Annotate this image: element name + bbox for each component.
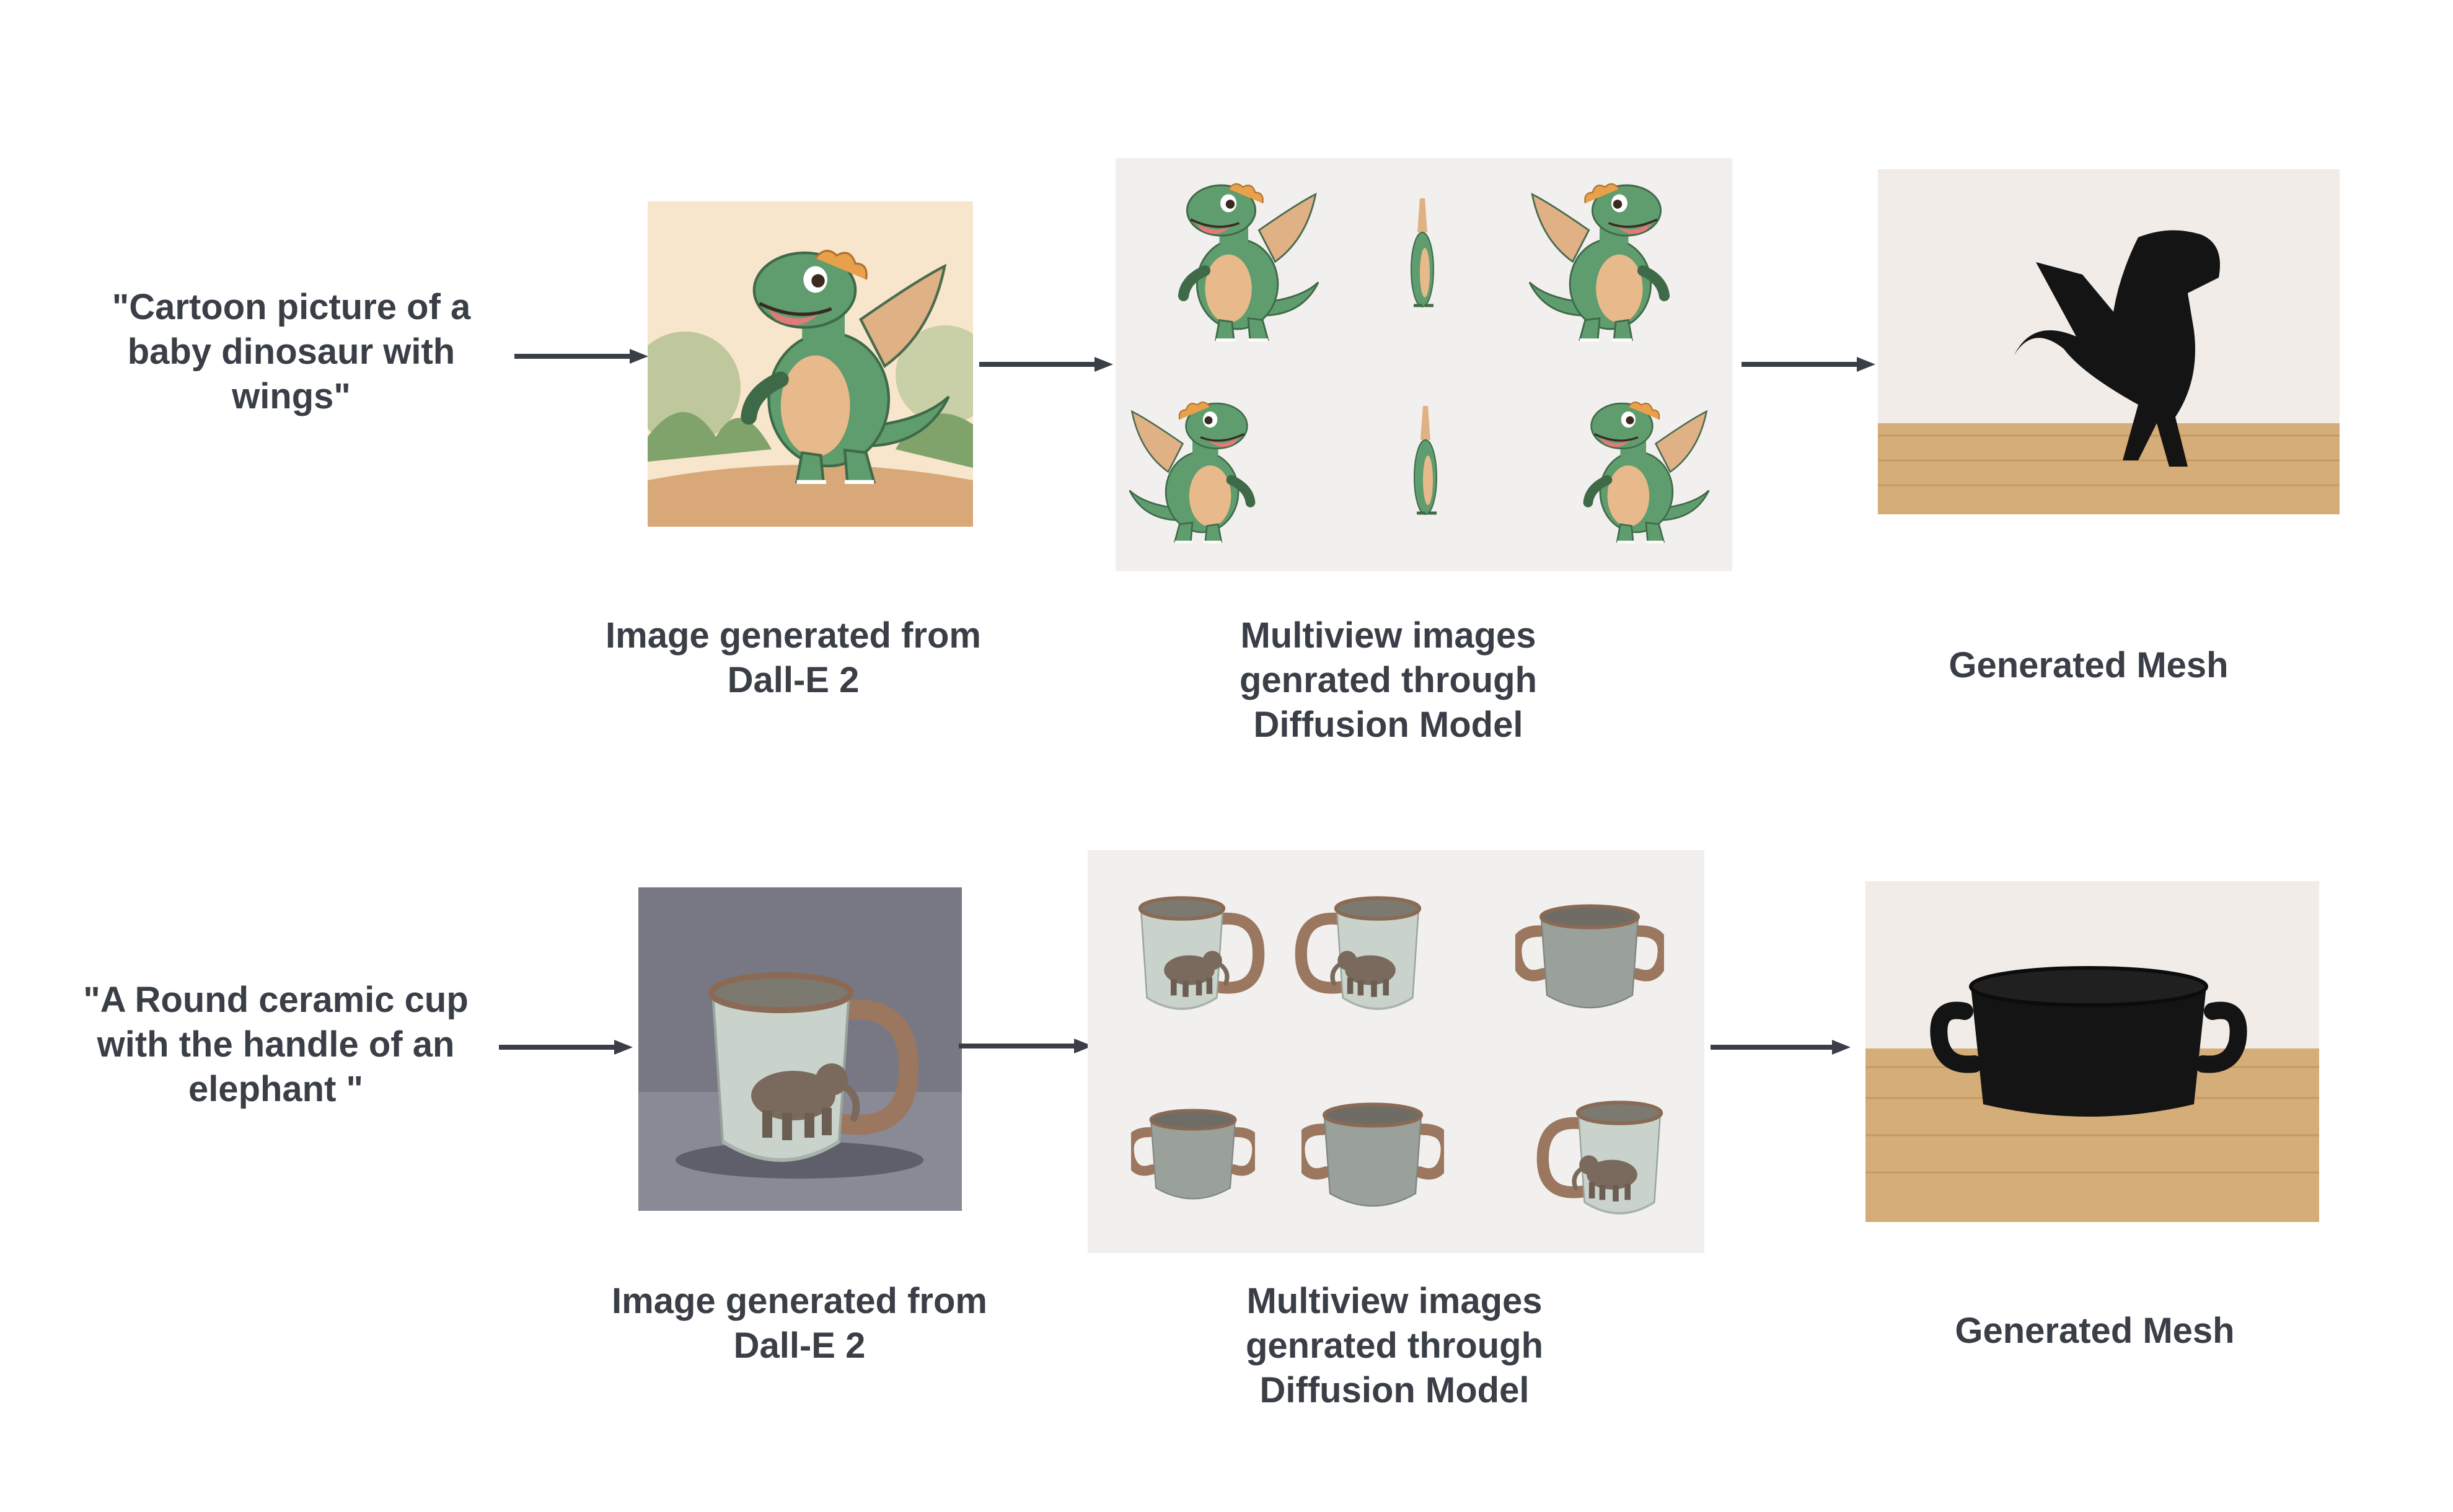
mesh-photo-cup — [1865, 881, 2319, 1222]
multiview-caption-1: Multiview images genrated through Diffus… — [1239, 615, 1538, 745]
arrow-icon — [499, 1040, 633, 1055]
dalle-caption-1: Image generated from Dall-E 2 — [606, 615, 981, 700]
dalle-image-cup — [638, 887, 962, 1211]
arrow-icon — [979, 357, 1113, 372]
arrow-icon — [959, 1039, 1093, 1053]
arrow-icon — [1711, 1040, 1851, 1055]
mesh-caption-2: Generated Mesh — [1955, 1311, 2235, 1351]
prompt-text-2: "A Round ceramic cup with the handle of … — [83, 980, 469, 1109]
prompt-text-1: "Cartoon picture of a baby dinosaur with… — [112, 287, 471, 416]
mesh-caption-1: Generated Mesh — [1949, 645, 2229, 685]
dalle-caption-2: Image generated from Dall-E 2 — [612, 1281, 987, 1366]
multiview-grid-dinosaur — [1116, 158, 1732, 571]
arrow-icon — [514, 349, 648, 364]
dalle-image-dinosaur — [648, 201, 973, 527]
multiview-caption-2: Multiview images genrated through Diffus… — [1245, 1281, 1544, 1410]
multiview-grid-cup — [1088, 850, 1704, 1253]
arrow-icon — [1742, 357, 1875, 372]
mesh-photo-dinosaur — [1878, 169, 2340, 514]
